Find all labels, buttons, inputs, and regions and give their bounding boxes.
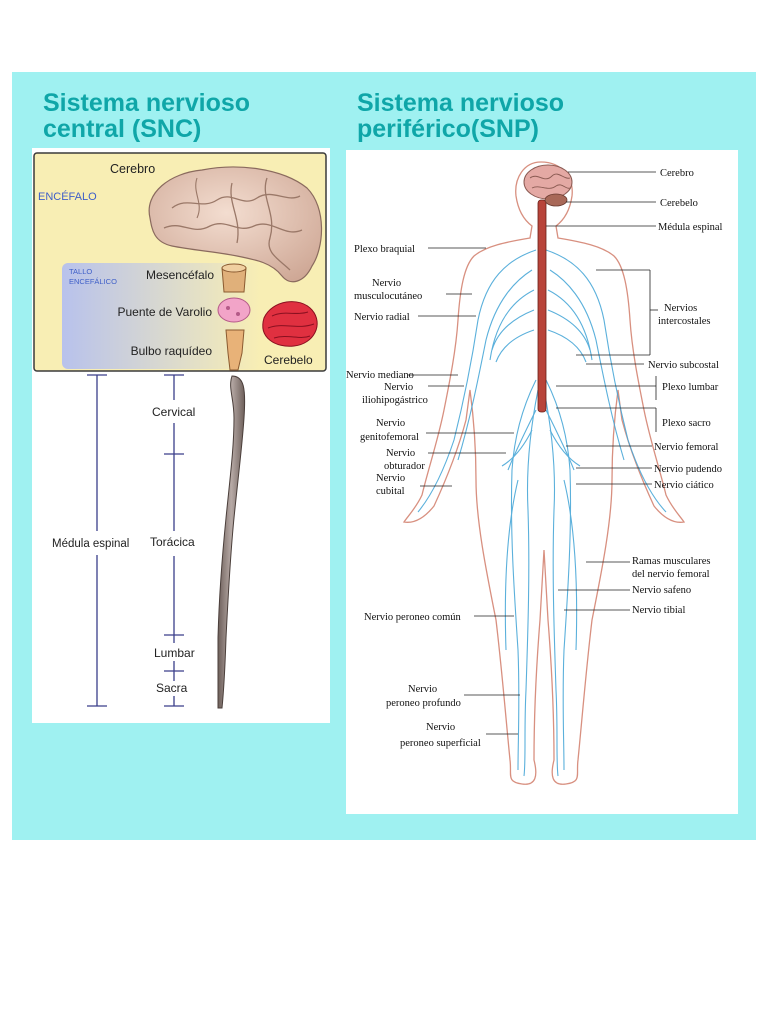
ciatico-label: Nervio ciático	[654, 480, 714, 491]
cubital-label-1: Nervio	[376, 473, 405, 484]
genito-label-1: Nervio	[376, 418, 405, 429]
intercostales-label-1: Nervios	[664, 303, 697, 314]
puente-label: Puente de Varolio	[117, 305, 212, 319]
nerve-network	[417, 249, 667, 777]
snp-title-line1: Sistema nervioso	[357, 89, 565, 117]
cerebellum-icon	[262, 301, 318, 347]
encephalon-label: ENCÉFALO	[38, 190, 97, 203]
snc-title-line2: central (SNC)	[43, 115, 202, 143]
brainstem-label-line1: TALLO	[69, 267, 92, 276]
subcostal-label: Nervio subcostal	[648, 360, 719, 371]
superficial-label-1: Nervio	[426, 722, 455, 733]
snc-title: Sistema nervioso central (SNC)	[43, 90, 250, 142]
safeno-label: Nervio safeno	[632, 585, 691, 596]
profundo-label-1: Nervio	[408, 684, 437, 695]
snp-title-line2: periférico(SNP)	[357, 115, 539, 143]
genito-label-2: genitofemoral	[360, 432, 419, 443]
femoral-label: Nervio femoral	[654, 442, 719, 453]
obturador-label-2: obturador	[384, 461, 425, 472]
snp-brain-icon	[523, 164, 573, 207]
ramas-label-1: Ramas musculares	[632, 556, 710, 567]
mediano-label: Nervio mediano	[346, 370, 414, 381]
snp-diagram: Cerebro Cerebelo Médula espinal Plexo br…	[346, 161, 723, 785]
iliohipo-label-1: Nervio	[384, 382, 413, 393]
snp-title: Sistema nervioso periférico(SNP)	[357, 90, 564, 142]
bulbo-label: Bulbo raquídeo	[131, 344, 213, 358]
superficial-label-2: peroneo superficial	[400, 738, 481, 749]
radial-label: Nervio radial	[354, 312, 410, 323]
snc-diagram-card: ENCÉFALO Cerebro TALLO ENCEFÁLICO Mesenc…	[32, 148, 330, 723]
plexo-braquial-label: Plexo braquial	[354, 244, 415, 255]
musculocutaneo-label-2: musculocutáneo	[354, 291, 422, 302]
spinal-cord-icon	[217, 375, 246, 709]
snp-medula-label: Médula espinal	[658, 222, 723, 233]
lumbar-label: Lumbar	[154, 646, 195, 660]
profundo-label-2: peroneo profundo	[386, 698, 461, 709]
sacra-label: Sacra	[156, 681, 188, 695]
pons-icon	[217, 297, 251, 323]
musculocutaneo-label-1: Nervio	[372, 278, 401, 289]
cervical-label: Cervical	[152, 405, 195, 419]
plexo-sacro-label: Plexo sacro	[662, 418, 711, 429]
intercostales-label-2: intercostales	[658, 316, 710, 327]
snp-spinal-cord	[537, 199, 547, 413]
brainstem-box	[62, 263, 260, 369]
body-outline	[402, 161, 686, 785]
snc-title-line1: Sistema nervioso	[43, 89, 251, 117]
snc-diagram: ENCÉFALO Cerebro TALLO ENCEFÁLICO Mesenc…	[33, 152, 327, 709]
medula-bracket	[87, 374, 107, 707]
brain-icon	[148, 166, 323, 283]
snp-cerebelo-label: Cerebelo	[660, 198, 698, 209]
snp-diagram-card: Cerebro Cerebelo Médula espinal Plexo br…	[346, 150, 738, 814]
obturador-label-1: Nervio	[386, 448, 415, 459]
peroneo-comun-label: Nervio peroneo común	[364, 612, 462, 623]
toracica-label: Torácica	[150, 535, 195, 549]
mesencephalon-icon	[221, 263, 247, 293]
snp-cerebro-label: Cerebro	[660, 168, 694, 179]
medulla-oblongata-icon	[225, 329, 245, 371]
medula-label: Médula espinal	[52, 538, 129, 550]
cerebro-label: Cerebro	[110, 162, 155, 176]
iliohipo-label-2: iliohipogástrico	[362, 395, 428, 406]
cubital-label-2: cubital	[376, 486, 405, 497]
snp-labels: Cerebro Cerebelo Médula espinal Plexo br…	[346, 168, 723, 749]
brainstem-label-line2: ENCEFÁLICO	[69, 277, 117, 286]
pudendo-label: Nervio pudendo	[654, 464, 722, 475]
tibial-label: Nervio tibial	[632, 605, 685, 616]
cerebelo-label: Cerebelo	[264, 353, 313, 367]
segments-bracket	[164, 374, 184, 707]
plexo-lumbar-label: Plexo lumbar	[662, 382, 719, 393]
mesencefalo-label: Mesencéfalo	[146, 268, 214, 282]
ramas-label-2: del nervio femoral	[632, 569, 710, 580]
label-leaders	[408, 171, 658, 735]
